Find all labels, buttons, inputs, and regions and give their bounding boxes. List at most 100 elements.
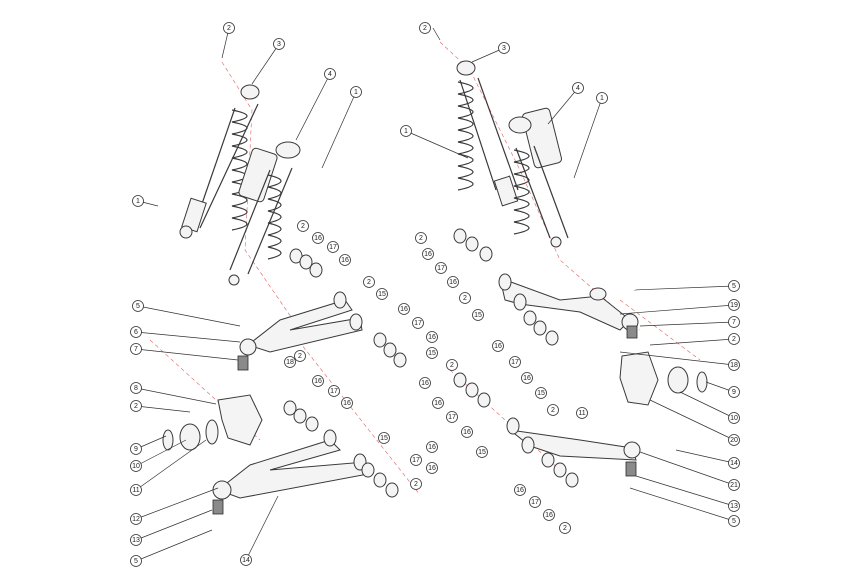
callout-balloon [223, 22, 235, 34]
callout-number: 17 [329, 244, 337, 251]
callout-balloon [535, 387, 547, 399]
callout-balloon [130, 513, 142, 525]
part-callout-16: 16 [341, 397, 353, 409]
callout-balloon [472, 309, 484, 321]
part-callout-16: 16 [514, 484, 526, 496]
callout-balloon [728, 412, 740, 424]
part-callout-16: 16 [419, 377, 431, 389]
part-callout-3: 3 [498, 42, 510, 54]
part-callout-17: 17 [529, 496, 541, 508]
callout-number: 20 [730, 437, 738, 444]
callout-balloon [130, 484, 142, 496]
callout-balloon [400, 125, 412, 137]
part-callout-14: 14 [728, 457, 740, 469]
part-callout-17: 17 [327, 241, 339, 253]
callout-balloon [728, 457, 740, 469]
part-callout-2: 2 [559, 522, 571, 534]
callout-balloon [328, 385, 340, 397]
left-knuckle [162, 394, 263, 451]
callout-number: 15 [478, 449, 486, 456]
callout-balloon [432, 397, 444, 409]
callout-balloon [350, 86, 362, 98]
callout-balloon [412, 317, 424, 329]
callout-number: 16 [343, 400, 351, 407]
part-callout-11: 11 [576, 407, 588, 419]
callout-number: 2 [463, 295, 467, 302]
part-callout-16: 16 [447, 276, 459, 288]
callout-balloon [728, 434, 740, 446]
part-callout-16: 16 [312, 375, 324, 387]
callout-number: 3 [277, 41, 281, 48]
callout-balloon [130, 400, 142, 412]
part-callout-2: 2 [363, 276, 375, 288]
callout-number: 16 [545, 512, 553, 519]
callout-balloon [728, 479, 740, 491]
callout-number: 4 [328, 71, 332, 78]
callout-number: 5 [732, 518, 736, 525]
part-callout-15: 15 [472, 309, 484, 321]
callout-balloon [240, 554, 252, 566]
callout-balloon [130, 326, 142, 338]
callout-number: 16 [421, 380, 429, 387]
part-callout-8: 8 [130, 382, 142, 394]
callout-balloon [324, 68, 336, 80]
callout-number: 16 [314, 235, 322, 242]
callout-balloon [130, 534, 142, 546]
part-callout-17: 17 [509, 356, 521, 368]
part-callout-16: 16 [426, 331, 438, 343]
callout-number: 13 [730, 503, 738, 510]
callout-balloon [529, 496, 541, 508]
callout-balloon [459, 292, 471, 304]
callout-balloon [446, 359, 458, 371]
callout-balloon [410, 454, 422, 466]
part-callout-7: 7 [130, 343, 142, 355]
part-callout-16: 16 [398, 303, 410, 315]
left-upper-a-arm [239, 291, 363, 356]
part-callout-15: 15 [535, 387, 547, 399]
part-callout-14: 14 [240, 554, 252, 566]
callout-number: 2 [134, 403, 138, 410]
callout-balloon [543, 509, 555, 521]
callout-balloon [132, 300, 144, 312]
callout-number: 16 [523, 375, 531, 382]
callout-number: 14 [242, 557, 250, 564]
callout-balloon [273, 38, 285, 50]
part-callout-10: 10 [130, 460, 142, 472]
callout-balloon [572, 82, 584, 94]
callout-number: 7 [732, 319, 736, 326]
callout-number: 19 [730, 302, 738, 309]
callout-number: 2 [551, 407, 555, 414]
callout-balloon [419, 377, 431, 389]
callout-balloon [514, 484, 526, 496]
callout-number: 2 [367, 279, 371, 286]
part-callout-2: 2 [728, 333, 740, 345]
part-callout-16: 16 [426, 462, 438, 474]
callout-balloon [415, 232, 427, 244]
part-callout-16: 16 [339, 254, 351, 266]
callout-number: 12 [132, 516, 140, 523]
callout-number: 1 [600, 95, 604, 102]
part-callout-16: 16 [426, 441, 438, 453]
callout-number: 2 [419, 235, 423, 242]
callout-number: 1 [354, 89, 358, 96]
callout-balloon [476, 446, 488, 458]
left-shock-spring [179, 84, 260, 239]
part-callout-13: 13 [728, 500, 740, 512]
callout-balloon [728, 280, 740, 292]
part-callout-16: 16 [312, 232, 324, 244]
part-callout-2: 2 [419, 22, 431, 34]
part-callout-7: 7 [728, 316, 740, 328]
callout-number: 17 [412, 457, 420, 464]
part-callout-9: 9 [130, 443, 142, 455]
callout-balloon [312, 375, 324, 387]
part-callout-2: 2 [459, 292, 471, 304]
callout-balloon [130, 343, 142, 355]
callout-number: 14 [730, 460, 738, 467]
callout-balloon [426, 331, 438, 343]
callout-balloon [728, 359, 740, 371]
callout-number: 2 [563, 525, 567, 532]
part-callout-6: 6 [130, 326, 142, 338]
right-lower-a-arm [506, 417, 641, 461]
callout-number: 16 [516, 487, 524, 494]
callout-balloon [576, 407, 588, 419]
